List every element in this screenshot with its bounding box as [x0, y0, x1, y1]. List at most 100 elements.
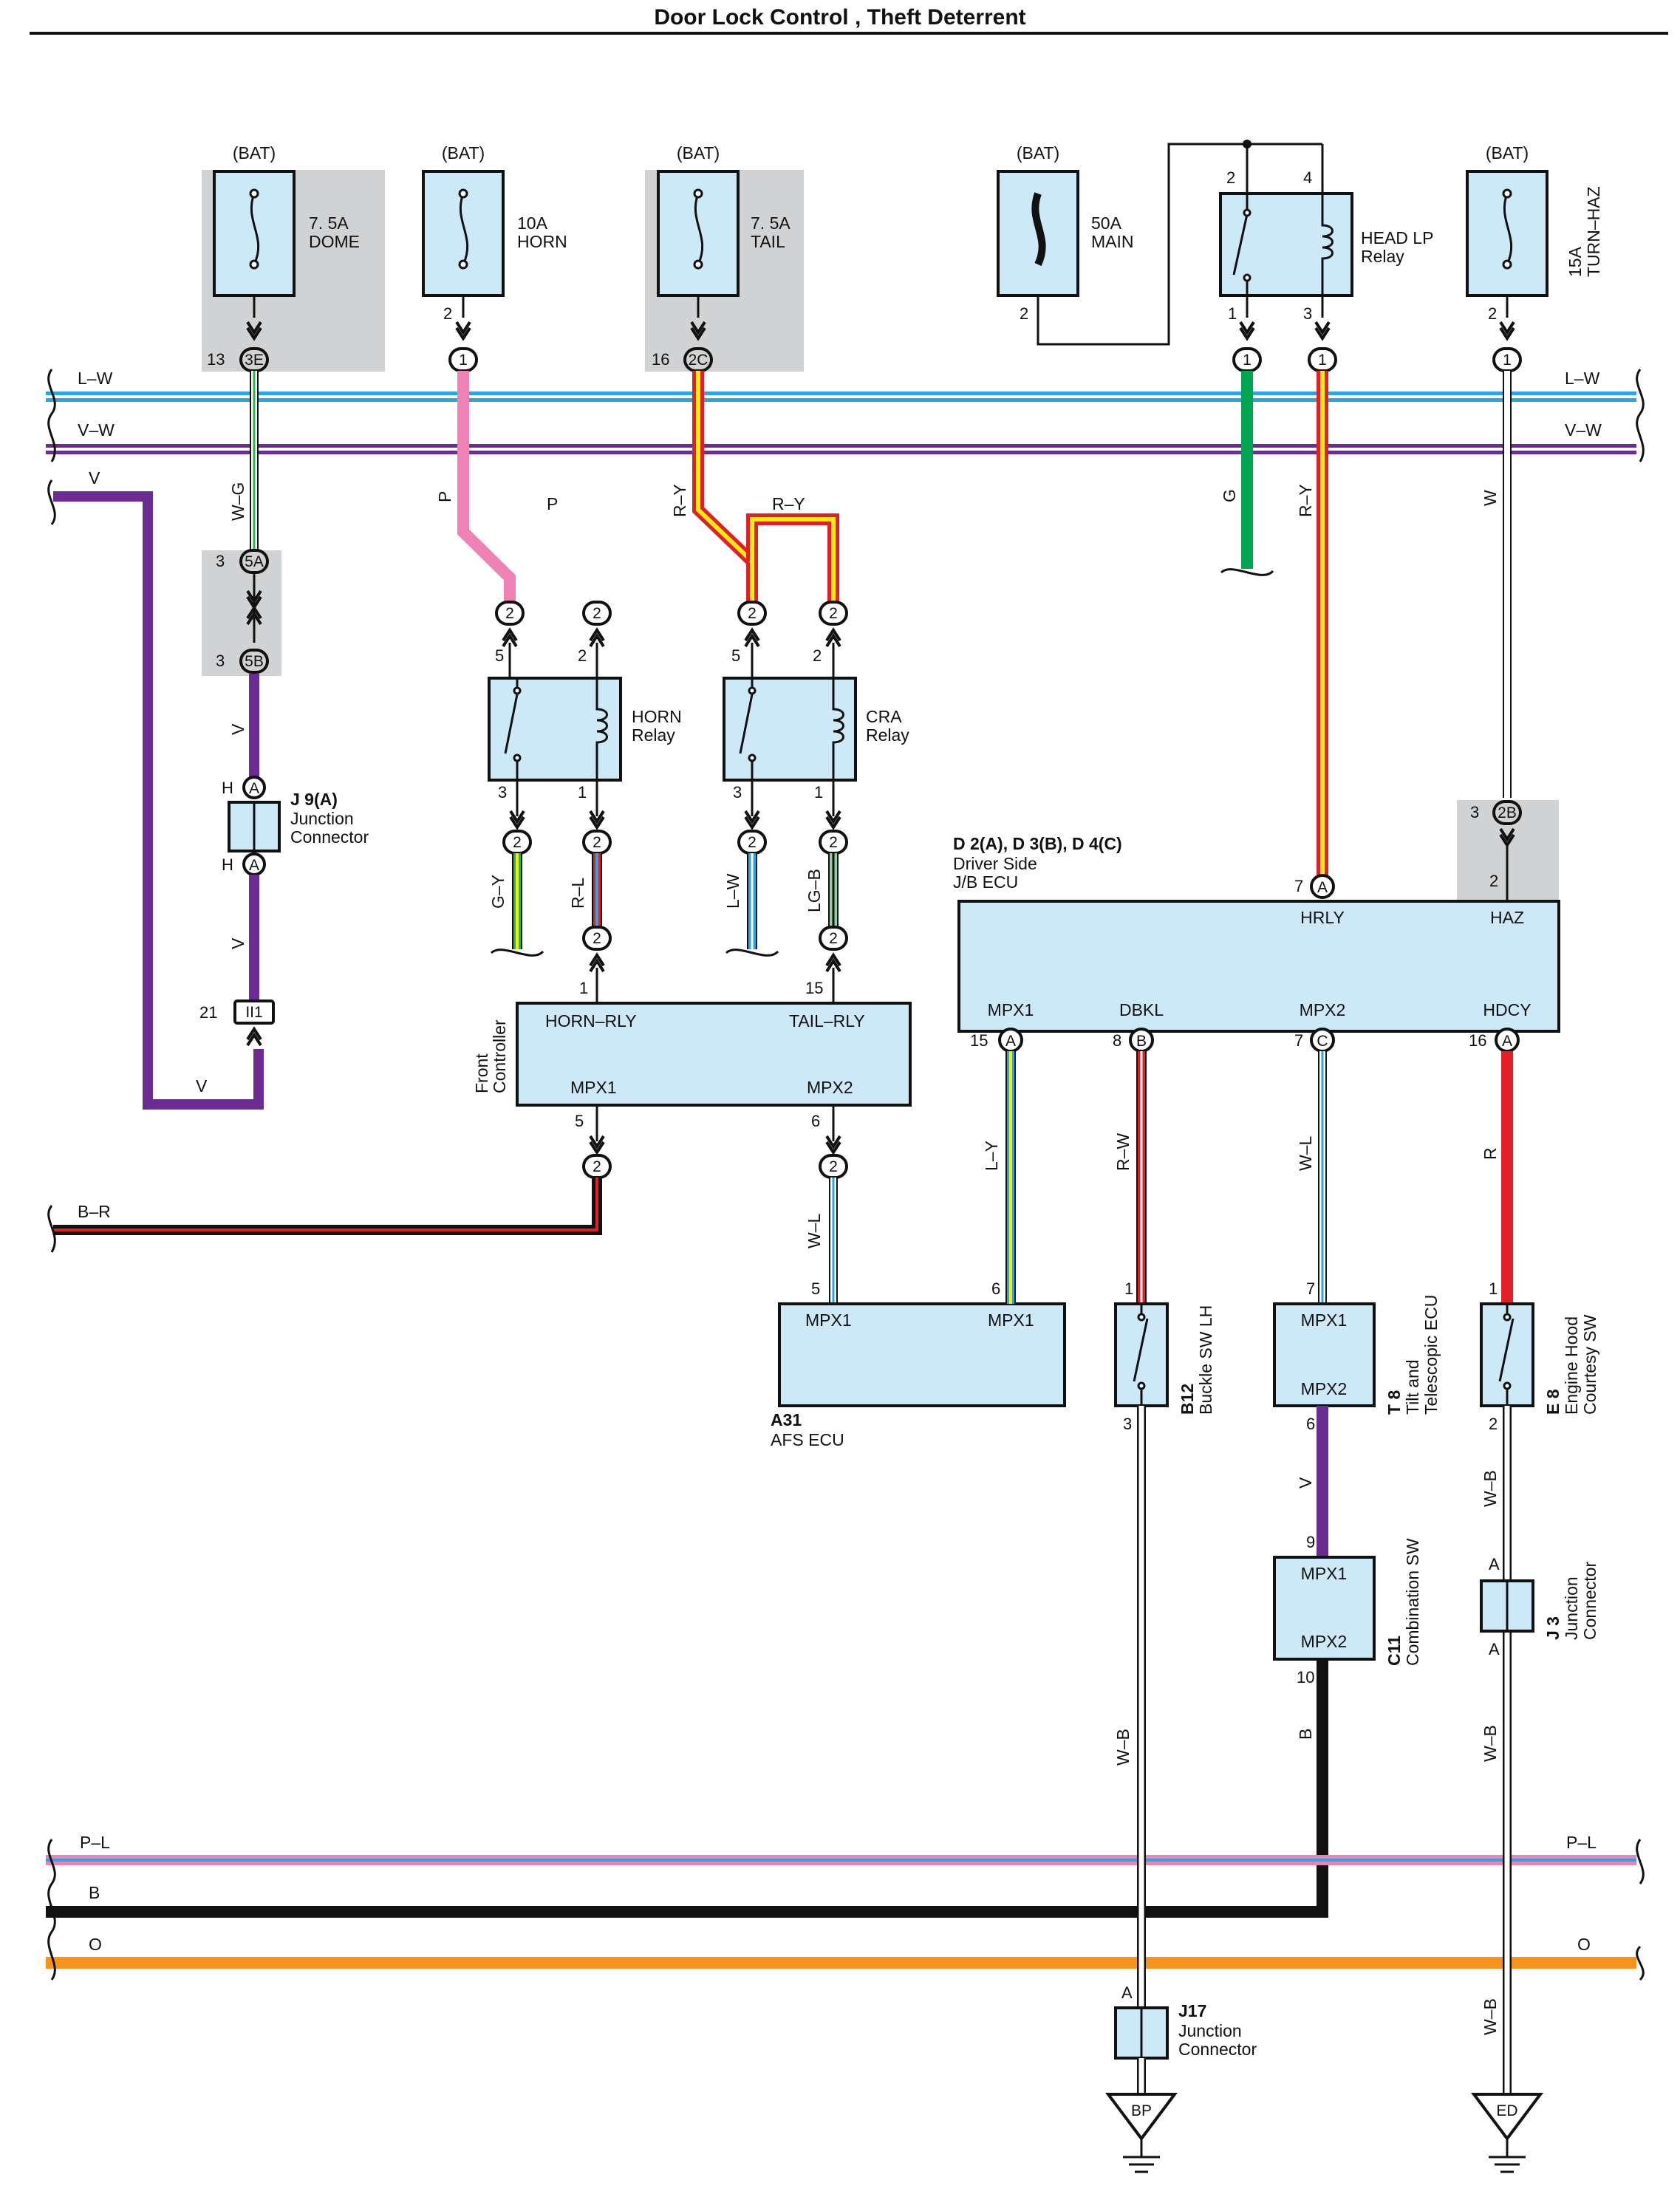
front-ctrl-pin-6: 6 [811, 1112, 820, 1130]
front-ctrl-mpx1: MPX1 [570, 1078, 617, 1097]
tail-fuse-name: TAIL [751, 232, 785, 251]
b-label-c11: B [1296, 1729, 1315, 1740]
rl-label: R–L [568, 878, 587, 909]
v-label-2: V [228, 937, 247, 949]
e8-pin-1: 1 [1489, 1279, 1498, 1298]
fuse-icon [250, 193, 260, 265]
front-ctrl-pin-15: 15 [805, 979, 823, 997]
c11-mpx1: MPX1 [1301, 1564, 1348, 1583]
tail-fuse-rating: 7. 5A [751, 213, 791, 233]
fuse-icon [694, 193, 704, 265]
j3-line2: Connector [1580, 1562, 1599, 1640]
fuse-icon [459, 193, 469, 265]
jb-ecu-line1: Driver Side [953, 854, 1037, 873]
horn-conn-1-label: 2 [593, 834, 601, 851]
combination-sw [1273, 1556, 1376, 1661]
horn-pin-1: 1 [578, 783, 587, 802]
front-controller [516, 1002, 912, 1107]
bus-b-label: B [89, 1883, 100, 1902]
dome-pin: 13 [207, 350, 225, 369]
wb-label-e8-2: W–B [1481, 1725, 1500, 1762]
jb-ecu-hrly: HRLY [1300, 908, 1345, 927]
fuse-outputs [239, 295, 1522, 372]
jb-ecu-haz: HAZ [1490, 908, 1524, 927]
afs-mpx1-b: MPX1 [988, 1310, 1034, 1330]
cra-pin-2: 2 [813, 646, 822, 665]
br-wire [47, 1178, 602, 1253]
gy-label: G–Y [488, 875, 508, 909]
v-label-1: V [228, 723, 247, 735]
c11-pin-9: 9 [1306, 1533, 1315, 1551]
horn-pin-2: 2 [578, 646, 587, 665]
ly-label: L–Y [982, 1141, 1001, 1171]
b12-id: B12 [1178, 1384, 1197, 1415]
wb-label-e8-1: W–B [1481, 1470, 1500, 1507]
jb-ecu-mpx1: MPX1 [988, 1000, 1034, 1019]
dome-fuse-source: (BAT) [233, 143, 276, 163]
cra-pin-3: 3 [733, 783, 742, 802]
p-wire [457, 371, 516, 612]
lgb-label: LG–B [805, 869, 824, 912]
head-conn-2: 1 [1318, 352, 1327, 369]
ry-label-hrly: R–Y [1296, 484, 1315, 517]
dome-fuse-name: DOME [309, 232, 360, 251]
switch-icon [1232, 194, 1249, 295]
jb-ecu-pin-a-hrly [1310, 874, 1335, 899]
head-lp-pin-3: 3 [1303, 304, 1312, 323]
afs-id: A31 [771, 1410, 802, 1429]
front-ctrl-pin-5: 5 [575, 1112, 584, 1130]
c11-name: Combination SW [1403, 1538, 1422, 1666]
jb-ecu-hrly-pin: 7 [1294, 877, 1303, 895]
front-ctrl-name-1: Front [472, 1053, 491, 1093]
t8-pin-6: 6 [1306, 1415, 1315, 1433]
cra-conn-5-label: 2 [748, 605, 757, 622]
horn-relay-sub: Relay [632, 725, 675, 745]
j17-line2: Connector [1178, 2040, 1257, 2059]
e8-line1: Engine Hood [1562, 1316, 1581, 1415]
ground-bp-icon [1105, 2093, 1178, 2173]
conn-5a-pin: 3 [216, 552, 225, 570]
coil-icon [595, 678, 608, 780]
jb-ecu-dbkl-conn-label: B [1136, 1033, 1147, 1050]
horn-pin-3: 3 [498, 783, 507, 802]
horn-relay-name: HORN [632, 707, 682, 726]
front-ctrl-mpx2: MPX2 [807, 1078, 853, 1097]
turnhaz-pin: 2 [1488, 304, 1497, 323]
conn-5a-label: 5A [245, 553, 264, 570]
b12-pin-1: 1 [1124, 1279, 1133, 1298]
front-ctrl-horn-rly: HORN–RLY [545, 1011, 637, 1031]
front-ctrl-tail-rly: TAIL–RLY [789, 1011, 865, 1031]
main-fuse-source: (BAT) [1017, 143, 1059, 163]
horn-relay-conn-2 [582, 601, 612, 626]
gy-wire [490, 853, 544, 957]
bus-vw-label-right: V–W [1565, 420, 1602, 440]
conn-ii1-label: II1 [245, 1004, 262, 1021]
j9-line1: Junction [290, 809, 354, 828]
jb-ecu-haz-pin: 2 [1489, 872, 1498, 890]
j3-pin-top: A [1489, 1555, 1500, 1573]
jb-ecu-dbkl-pin: 8 [1113, 1031, 1121, 1050]
diagram-title: Door Lock Control , Theft Deterrent [654, 5, 1025, 30]
fuse-icon [1031, 192, 1046, 267]
jb-ecu-mpx2-conn-label: C [1317, 1033, 1328, 1050]
j17-line1: Junction [1178, 2021, 1242, 2040]
horn-relay-conn-5 [495, 601, 525, 626]
cra-pin-1: 1 [814, 783, 823, 802]
bus-lw-label-left: L–W [78, 369, 113, 388]
ground-ed-icon [1471, 2093, 1543, 2173]
ground-bp-label: BP [1131, 2102, 1152, 2119]
jb-ecu-hdcy-pin: 16 [1469, 1031, 1486, 1050]
conn-2b-label: 2B [1498, 804, 1517, 821]
turnhaz-conn: 1 [1503, 352, 1512, 369]
cra-pin-5: 5 [731, 646, 740, 665]
bus-break-left-bottom [47, 1839, 56, 1981]
horn-conn-5-label: 2 [505, 605, 514, 622]
cra-relay-sub: Relay [866, 725, 909, 745]
bus-o-label-left: O [89, 1935, 102, 1954]
head-lp-pin-2: 2 [1226, 168, 1235, 187]
conn-5b-label: 5B [245, 653, 264, 670]
t8-mpx1: MPX1 [1301, 1310, 1348, 1330]
conn-ii1-pin: 21 [199, 1003, 217, 1022]
front-ctrl-conn-1 [582, 926, 612, 951]
